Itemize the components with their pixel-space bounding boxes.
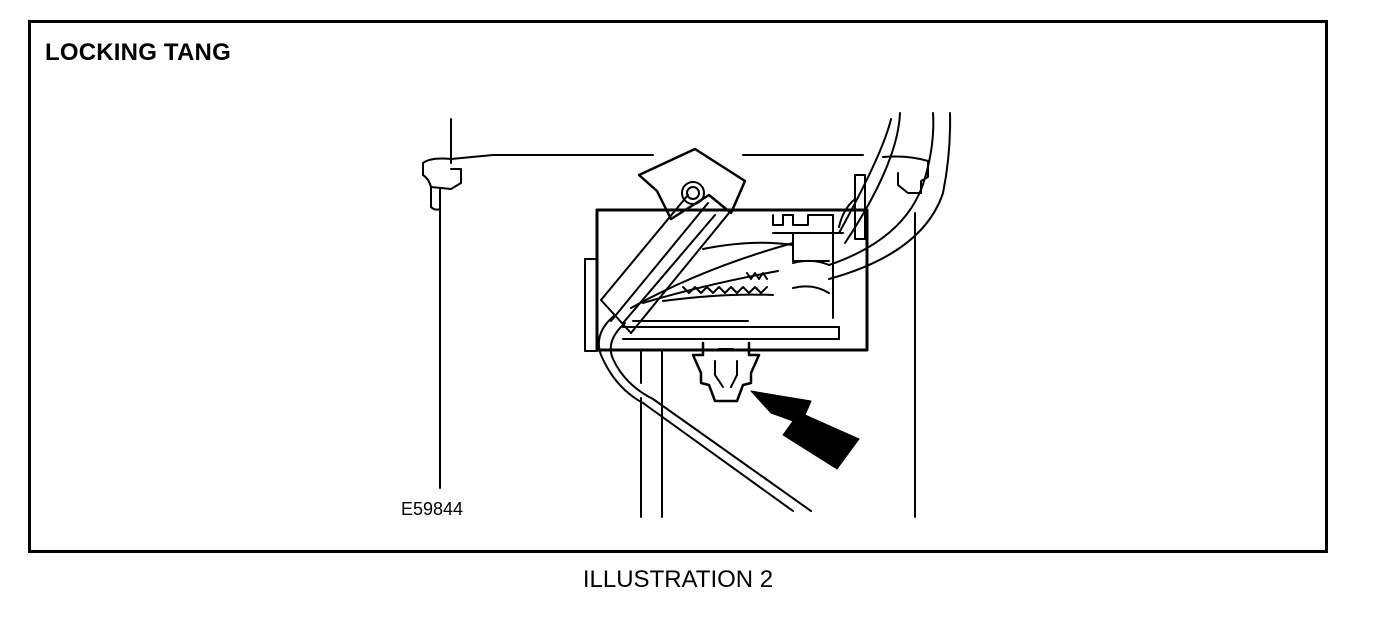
locking-tang-drawing bbox=[422, 112, 952, 518]
illustration-frame: LOCKING TANG bbox=[28, 20, 1328, 553]
wire-harness bbox=[792, 112, 952, 294]
locking-tang bbox=[691, 341, 761, 403]
tank-top-rim bbox=[492, 154, 929, 194]
upper-bracket bbox=[772, 214, 844, 319]
arrow-icon bbox=[750, 390, 860, 470]
tank-left-wall bbox=[422, 118, 494, 489]
sector-gear bbox=[630, 241, 794, 309]
illustration-caption: ILLUSTRATION 2 bbox=[582, 566, 774, 593]
figure-id: E59844 bbox=[401, 499, 464, 519]
center-tube bbox=[640, 350, 663, 518]
float-rod bbox=[597, 314, 812, 512]
float-arm bbox=[600, 194, 730, 334]
illustration-title: LOCKING TANG bbox=[45, 39, 231, 66]
arm-pivot-cap bbox=[637, 147, 747, 221]
